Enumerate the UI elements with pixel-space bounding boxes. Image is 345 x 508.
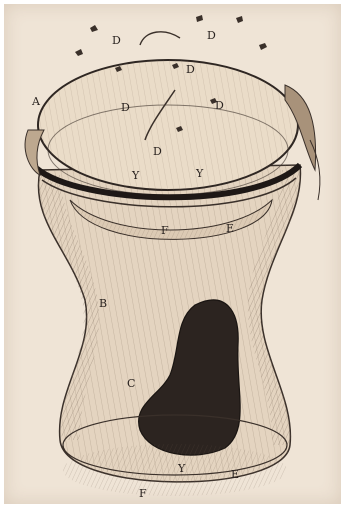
label-y-1: Y — [132, 170, 139, 181]
label-b: B — [99, 298, 107, 309]
label-f-2: F — [139, 488, 147, 499]
label-y-2: Y — [196, 168, 203, 179]
label-e-2: E — [231, 469, 239, 480]
label-e-1: E — [226, 223, 234, 234]
label-d-2: D — [207, 30, 216, 41]
label-d-1: D — [112, 35, 121, 46]
label-d-5: D — [215, 100, 224, 111]
label-d-4: D — [121, 102, 130, 113]
label-c: C — [127, 378, 135, 389]
label-d-6: D — [153, 146, 162, 157]
label-f-1: F — [161, 225, 169, 236]
label-y-3: Y — [178, 463, 185, 474]
label-d-3: D — [186, 64, 195, 75]
label-a: A — [32, 96, 40, 107]
